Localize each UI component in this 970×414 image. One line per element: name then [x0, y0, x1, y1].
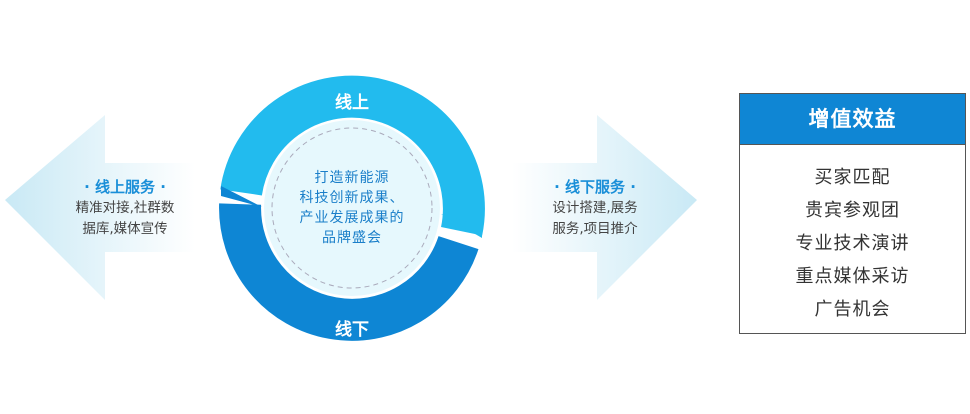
- desc-line: 设计搭建,展务: [552, 200, 638, 216]
- benefit-item: 专业技术演讲: [795, 233, 910, 254]
- benefits-box: 增值效益 买家匹配 贵宾参观团 专业技术演讲 重点媒体采访 广告机会: [739, 93, 966, 334]
- offline-service-desc: 设计搭建,展务 服务,项目推介: [510, 198, 680, 240]
- desc-line: 服务,项目推介: [552, 221, 638, 237]
- offline-arc-tail: [221, 186, 262, 207]
- online-label: 线上: [335, 93, 369, 113]
- desc-line: 据库,媒体宣传: [82, 221, 168, 237]
- benefits-title: 增值效益: [740, 94, 965, 145]
- desc-line: 精准对接,社群数: [75, 200, 175, 216]
- benefit-item: 贵宾参观团: [805, 200, 900, 221]
- left-arrow: [5, 115, 195, 300]
- offline-service-title: · 线下服务 ·: [554, 178, 636, 196]
- center-circle: [264, 120, 440, 296]
- center-slogan: 打造新能源 科技创新成果、 产业发展成果的 品牌盛会: [262, 168, 442, 248]
- right-arrow: [512, 115, 697, 300]
- slogan-line: 科技创新成果、: [299, 190, 405, 206]
- online-arc: [220, 75, 485, 236]
- benefit-item: 重点媒体采访: [795, 266, 910, 287]
- online-service-desc: 精准对接,社群数 据库,媒体宣传: [40, 198, 210, 240]
- benefit-item: 广告机会: [814, 299, 891, 320]
- online-arc-tail: [441, 214, 482, 238]
- center-dashed-ring: [271, 127, 433, 289]
- slogan-line: 打造新能源: [314, 170, 390, 186]
- slogan-line: 品牌盛会: [322, 230, 382, 246]
- offline-label: 线下: [335, 320, 369, 340]
- online-service-title: · 线上服务 ·: [84, 178, 166, 196]
- offline-arc: [219, 203, 479, 341]
- slogan-line: 产业发展成果的: [299, 210, 405, 226]
- benefit-item: 买家匹配: [814, 167, 891, 188]
